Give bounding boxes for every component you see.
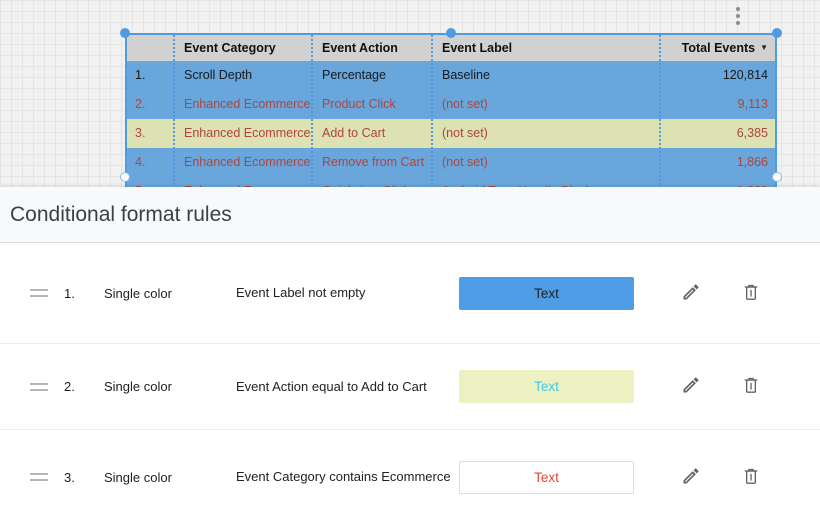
rule-condition: Event Action equal to Add to Cart — [236, 378, 427, 394]
table-cell: (not set) — [442, 97, 488, 111]
report-canvas: Event Category Event Action Event Label … — [0, 0, 820, 187]
table-cell: 6,385 — [736, 126, 768, 140]
pencil-icon — [681, 466, 701, 489]
column-header-event-action[interactable]: Event Action — [322, 41, 398, 55]
pencil-icon — [681, 282, 701, 305]
more-options-icon[interactable] — [735, 7, 741, 28]
table-cell: Android Tops Hoodie Black — [433, 177, 661, 187]
panel-title: Conditional format rules — [10, 202, 232, 226]
column-divider — [311, 35, 313, 187]
data-table[interactable]: Event Category Event Action Event Label … — [125, 33, 777, 187]
rule-index: 3. — [64, 469, 75, 485]
selection-handle-top-right[interactable] — [772, 28, 782, 38]
drag-handle-icon[interactable] — [30, 379, 48, 395]
table-cell: Enhanced Ecommerce — [184, 97, 311, 111]
column-header-total-events-label: Total Events — [681, 41, 756, 55]
rule-type: Single color — [104, 379, 172, 394]
table-cell: Remove from Cart — [322, 155, 425, 169]
table-cell: Scroll Depth — [184, 68, 253, 82]
table-row: 5. Enhanced Ecommerce Quickview Click An… — [127, 177, 775, 187]
delete-rule-button[interactable] — [740, 466, 762, 488]
trash-icon — [741, 466, 761, 489]
edit-rule-button[interactable] — [680, 282, 702, 304]
table-cell: 5. — [127, 177, 175, 187]
table-row: 1. Scroll Depth Percentage Baseline 120,… — [127, 61, 775, 90]
rule-type: Single color — [104, 469, 172, 485]
edit-rule-button[interactable] — [680, 376, 702, 398]
table-cell: 3. — [135, 126, 146, 140]
table-row: 2. Enhanced Ecommerce Product Click (not… — [127, 90, 775, 119]
table-cell: Enhanced Ecommerce — [184, 155, 311, 169]
drag-handle-icon[interactable] — [30, 469, 48, 485]
drag-handle-icon[interactable] — [30, 285, 48, 301]
table-cell: 1,330 — [661, 177, 775, 187]
column-divider — [431, 35, 433, 187]
table-cell: 4. — [135, 155, 146, 169]
column-header-index — [127, 35, 175, 61]
delete-rule-button[interactable] — [740, 282, 762, 304]
rule-index: 1. — [64, 285, 75, 301]
table-cell: (not set) — [442, 126, 488, 140]
pencil-icon — [681, 375, 701, 398]
trash-icon — [741, 375, 761, 398]
table-cell: 1,866 — [736, 155, 768, 169]
table-cell: Product Click — [322, 97, 396, 111]
column-divider — [173, 35, 175, 187]
table-cell: 9,113 — [737, 97, 768, 111]
table-cell: Baseline — [442, 68, 490, 82]
selection-handle-mid-left[interactable] — [120, 172, 130, 182]
table-cell: Quickview Click — [313, 177, 433, 187]
rule-index: 2. — [64, 379, 75, 394]
table-cell: Percentage — [322, 68, 386, 82]
column-header-total-events[interactable]: Total Events ▼ — [661, 35, 775, 61]
table-cell: Enhanced Ecommerce — [184, 126, 311, 140]
format-rule-row: 2. Single color Event Action equal to Ad… — [0, 344, 820, 430]
rule-type: Single color — [104, 285, 172, 301]
table-cell: 120,814 — [722, 68, 768, 82]
format-rule-row: 1. Single color Event Label not empty Te… — [0, 243, 820, 344]
delete-rule-button[interactable] — [740, 376, 762, 398]
sort-descending-icon: ▼ — [760, 43, 768, 52]
table-cell: (not set) — [442, 155, 488, 169]
panel-header: Conditional format rules — [0, 187, 820, 243]
selection-handle-mid-right[interactable] — [772, 172, 782, 182]
table-cell: 1. — [135, 68, 146, 82]
table-header-row: Event Category Event Action Event Label … — [127, 35, 775, 61]
rule-condition: Event Category contains Ecommerce — [236, 469, 451, 485]
rule-style-preview[interactable]: Text — [459, 276, 634, 310]
edit-rule-button[interactable] — [680, 466, 702, 488]
selection-handle-top-center[interactable] — [446, 28, 456, 38]
table-cell: Add to Cart — [322, 126, 386, 140]
trash-icon — [741, 282, 761, 305]
rule-style-preview[interactable]: Text — [459, 460, 634, 494]
format-rule-row: 3. Single color Event Category contains … — [0, 430, 820, 524]
rule-style-preview[interactable]: Text — [459, 370, 634, 403]
table-cell: 2. — [135, 97, 146, 111]
table-row: 4. Enhanced Ecommerce Remove from Cart (… — [127, 148, 775, 177]
table-cell: Enhanced Ecommerce — [175, 177, 313, 187]
selection-handle-top-left[interactable] — [120, 28, 130, 38]
conditional-format-panel: Conditional format rules 1. Single color… — [0, 187, 820, 524]
table-row: 3. Enhanced Ecommerce Add to Cart (not s… — [127, 119, 775, 148]
rule-condition: Event Label not empty — [236, 285, 366, 301]
column-divider — [659, 35, 661, 187]
column-header-event-category[interactable]: Event Category — [184, 41, 276, 55]
column-header-event-label[interactable]: Event Label — [442, 41, 513, 55]
